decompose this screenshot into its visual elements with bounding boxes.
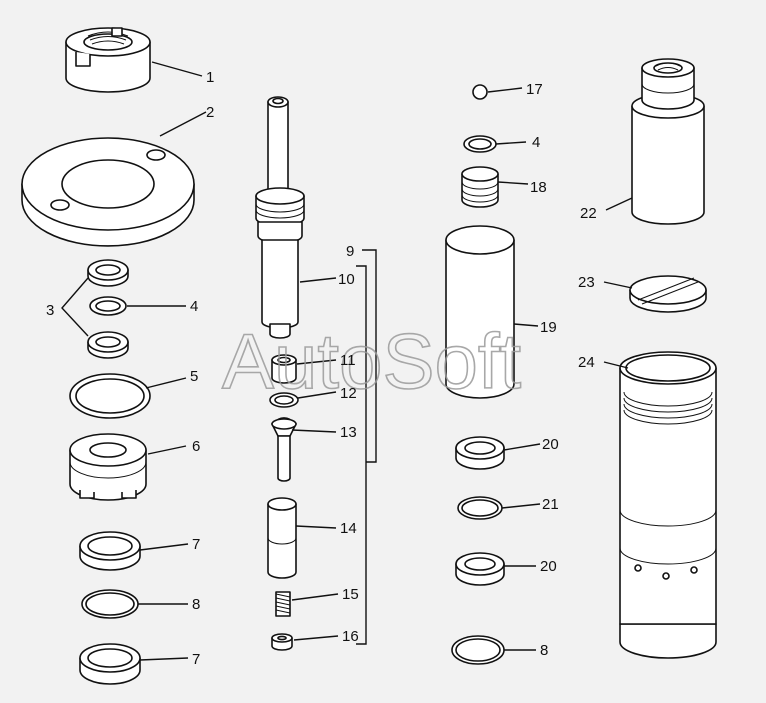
leader-21 [501, 503, 541, 509]
leader-4b [495, 141, 527, 145]
part-4-right-ring [463, 135, 497, 153]
leader-22 [605, 197, 633, 211]
callout-14: 14 [340, 520, 357, 537]
callout-24: 24 [578, 354, 595, 371]
part-1-slotted-nut [65, 27, 151, 93]
leader-16 [293, 635, 339, 641]
callout-17: 17 [526, 81, 543, 98]
callout-21: 21 [542, 496, 559, 513]
leader-13 [291, 429, 337, 433]
part-19-barrel-sleeve [445, 225, 515, 399]
part-17-ball [472, 84, 488, 100]
part-14-sleeve [267, 497, 297, 579]
part-2-flange [21, 137, 195, 247]
part-6-bushing [69, 433, 147, 501]
part-11-sleeve [271, 354, 297, 384]
callout-20b: 20 [540, 558, 557, 575]
leader-14 [295, 525, 337, 529]
watermark-text: AutoSoft [222, 317, 522, 405]
part-8-left-ring [81, 589, 139, 619]
leader-5 [145, 377, 187, 389]
leader-7b [139, 657, 189, 661]
part-18-spring [461, 166, 499, 208]
part-21-ring [457, 496, 503, 520]
part-15-spring [275, 591, 291, 617]
part-5-o-ring [69, 373, 151, 419]
part-13-valve-stem [271, 417, 297, 482]
leader-19 [513, 323, 539, 327]
leader-3 [61, 277, 89, 337]
leader-6 [147, 445, 187, 455]
callout-8b: 8 [540, 642, 548, 659]
callout-12: 12 [340, 385, 357, 402]
callout-7b: 7 [192, 651, 200, 668]
callout-13: 13 [340, 424, 357, 441]
callout-8a: 8 [192, 596, 200, 613]
part-3-upper-ring [87, 259, 129, 287]
callout-7a: 7 [192, 536, 200, 553]
part-7-upper-washer [79, 531, 141, 571]
callout-1: 1 [206, 69, 214, 86]
callout-18: 18 [530, 179, 547, 196]
callout-2: 2 [206, 104, 214, 121]
callout-4b: 4 [532, 134, 540, 151]
callout-6: 6 [192, 438, 200, 455]
callout-5: 5 [190, 368, 198, 385]
leader-24 [603, 361, 629, 369]
callout-22: 22 [580, 205, 597, 222]
leader-2 [159, 111, 207, 137]
leader-23 [603, 281, 633, 289]
callout-20a: 20 [542, 436, 559, 453]
leader-20a [503, 443, 541, 451]
callout-3: 3 [46, 302, 54, 319]
leader-1 [151, 61, 203, 77]
callout-11: 11 [340, 352, 356, 369]
part-8-right-ring [451, 635, 505, 665]
part-22-fitting [631, 58, 705, 225]
part-7-lower-washer [79, 643, 141, 685]
callout-10: 10 [338, 271, 355, 288]
leader-12 [297, 391, 337, 399]
bracket-9-inner [356, 265, 367, 645]
callout-4a: 4 [190, 298, 198, 315]
part-24-body [619, 351, 717, 659]
part-10-plunger [255, 96, 305, 339]
part-23-disc [629, 275, 707, 313]
part-20-lower-washer [455, 552, 505, 586]
callout-15: 15 [342, 586, 359, 603]
leader-10 [299, 277, 337, 283]
part-4-ring [89, 296, 127, 316]
callout-16: 16 [342, 628, 359, 645]
leader-7a [139, 543, 189, 551]
leader-18 [497, 181, 529, 185]
bracket-9-outer [362, 249, 377, 463]
leader-15 [291, 593, 339, 601]
leader-17 [487, 87, 523, 93]
callout-19: 19 [540, 319, 557, 336]
callout-23: 23 [578, 274, 595, 291]
callout-9: 9 [346, 243, 354, 260]
part-3-lower-ring [87, 331, 129, 359]
part-20-upper-washer [455, 436, 505, 470]
leader-11 [296, 359, 337, 365]
part-16-nut [271, 633, 293, 651]
part-12-washer [269, 392, 299, 408]
